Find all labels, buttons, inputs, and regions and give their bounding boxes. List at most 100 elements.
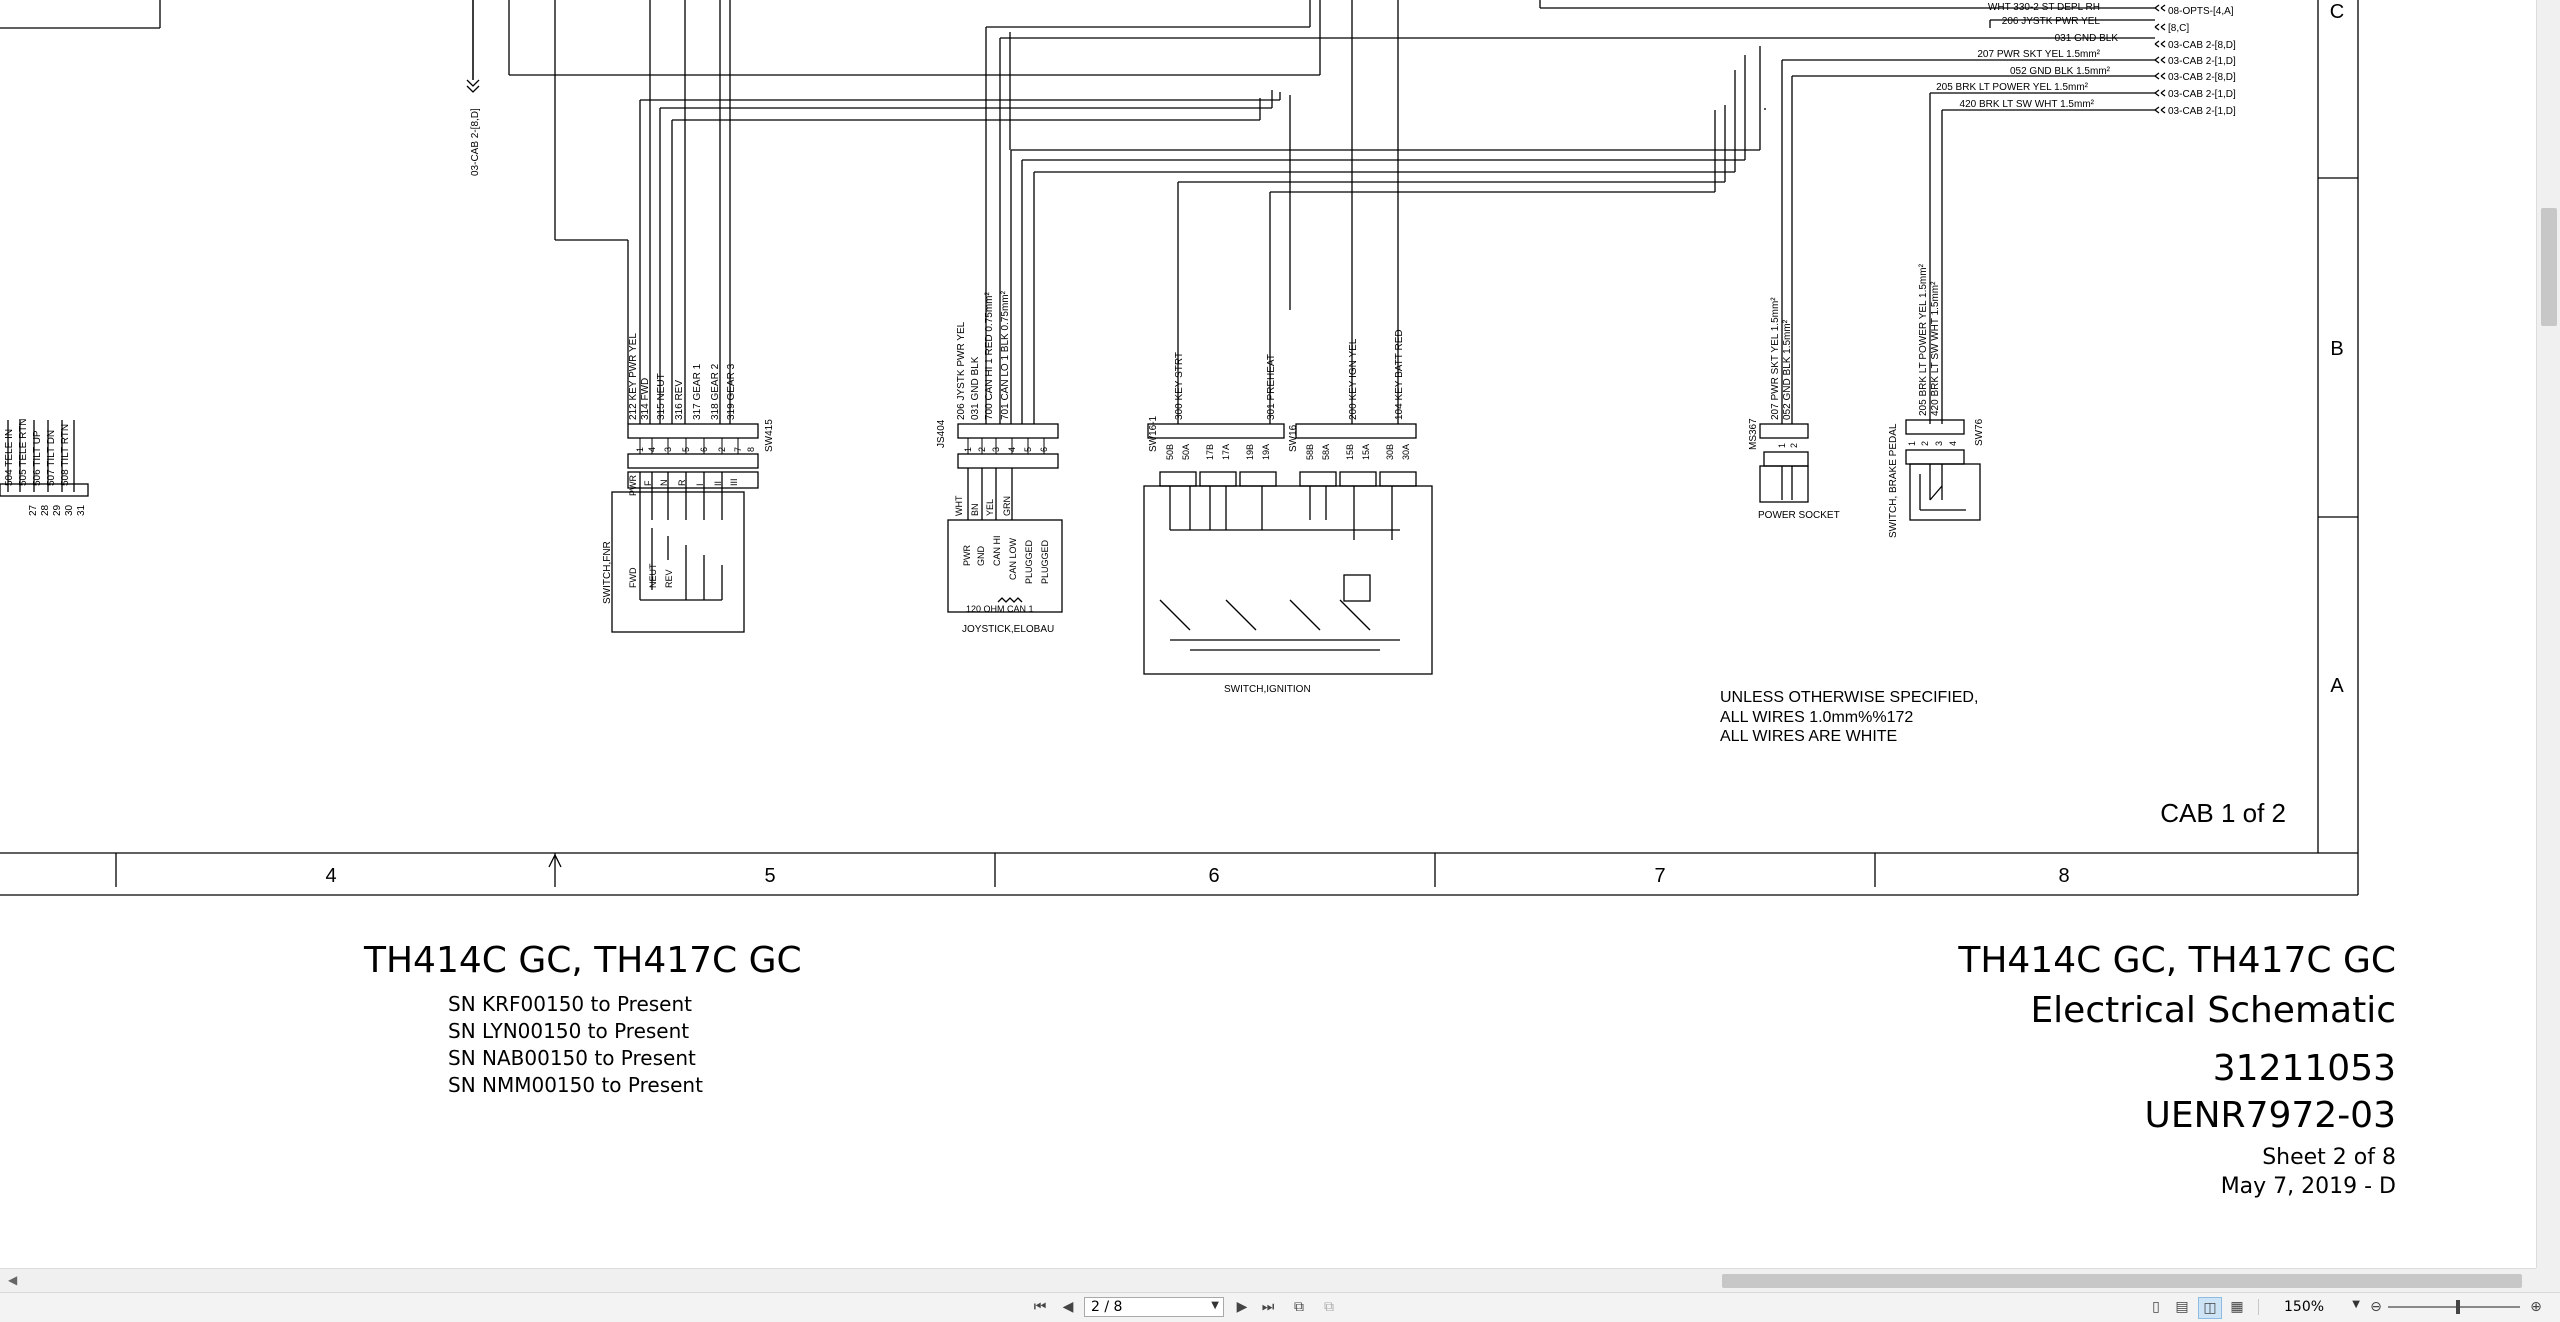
zoom-slider[interactable]: [2388, 1306, 2520, 1308]
wire-label: 505 TELE RTN: [18, 419, 29, 486]
switch-position-label: REV: [664, 569, 674, 588]
vertical-scrollbar-thumb[interactable]: [2541, 208, 2557, 326]
wire-label: 206 JYSTK PWR YEL: [956, 321, 967, 420]
horizontal-scrollbar[interactable]: ◀: [0, 1268, 2536, 1293]
zoom-level-select[interactable]: 150% ▼: [2268, 1297, 2364, 1317]
pin-number: 15A: [1361, 444, 1371, 460]
single-page-view-button[interactable]: ▯: [2146, 1297, 2166, 1317]
last-page-icon: ⏭: [1261, 1299, 1275, 1315]
two-page-view-button[interactable]: ◫: [2198, 1297, 2222, 1319]
first-page-icon: ⏮: [1033, 1299, 1047, 1315]
serial-range: SN NAB00150 to Present: [448, 1046, 696, 1070]
vertical-scrollbar[interactable]: [2536, 0, 2560, 1268]
pin-number: 19A: [1261, 444, 1271, 460]
wire-label: 318 GEAR 2: [710, 363, 721, 420]
connector-ref: MS367: [1748, 418, 1759, 450]
next-view-button[interactable]: ⧉: [1318, 1297, 1340, 1317]
wire-color-label: BN: [970, 503, 980, 516]
pin-number: 6: [699, 447, 709, 452]
wire-label: 031 GND BLK: [2055, 33, 2119, 44]
zoom-slider-thumb[interactable]: [2456, 1300, 2460, 1314]
wire-label: 420 BRK LT SW WHT 1.5mm²: [1960, 99, 2095, 110]
wire-label: 700 CAN HI 1 RED 0.75mm²: [984, 292, 995, 420]
pin-number: 58B: [1305, 444, 1315, 460]
offpage-ref: 03-CAB 2-[8,D]: [2168, 40, 2236, 51]
two-page-continuous-icon: ▦: [2230, 1299, 2244, 1315]
component-name: POWER SOCKET: [1758, 510, 1840, 521]
pin-number: 17B: [1205, 444, 1215, 460]
continuous-view-button[interactable]: ▤: [2172, 1297, 2192, 1317]
scroll-left-icon[interactable]: ◀: [8, 1273, 18, 1287]
pin-number: 28: [40, 504, 51, 516]
pin-function-label: CAN LOW: [1008, 537, 1018, 580]
two-page-continuous-view-button[interactable]: ▦: [2226, 1297, 2248, 1317]
pin-number: 4: [1948, 441, 1958, 446]
connector-ref: SW76: [1974, 418, 1985, 446]
offpage-ref: 03-CAB 2-[1,D]: [2168, 89, 2236, 100]
serial-range: SN NMM00150 to Present: [448, 1073, 703, 1097]
zoom-in-icon: ⊕: [2530, 1299, 2542, 1315]
first-page-button[interactable]: ⏮: [1030, 1297, 1050, 1317]
status-bar: ⏮ ◀ 2 / 8 ▼ ▶ ⏭ ⧉ ⧉ ▯ ▤ ◫ ▦ 150% ▼ ⊖ ⊕: [0, 1292, 2560, 1322]
zone-letter-b: B: [2330, 338, 2343, 360]
part-number: 31211053: [2212, 1048, 2396, 1089]
pin-number: 2: [977, 447, 987, 452]
wire-label: 316 REV: [674, 380, 685, 420]
pin-number: 1: [963, 447, 973, 452]
serial-range: SN KRF00150 to Present: [448, 992, 692, 1016]
pin-number: 1: [1777, 443, 1787, 448]
pin-label: II: [713, 481, 723, 486]
connector-ref: SW415: [764, 419, 775, 452]
zone-number-8: 8: [2058, 865, 2069, 887]
page-number-select[interactable]: 2 / 8 ▼: [1084, 1297, 1224, 1317]
pin-number: 3: [1934, 441, 1944, 446]
zoom-out-button[interactable]: ⊖: [2366, 1297, 2386, 1317]
pin-number: 31: [76, 504, 87, 516]
pin-label: I: [695, 483, 705, 486]
pin-label: III: [729, 478, 739, 486]
pin-number: 6: [1039, 447, 1049, 452]
wire-label: 319 GEAR 3: [726, 363, 737, 420]
offpage-ref: 03-CAB 2-[8,D]: [2168, 72, 2236, 83]
zone-number-6: 6: [1208, 865, 1219, 887]
pin-function-label: GND: [976, 546, 986, 567]
pin-function-label: PLUGGED: [1040, 539, 1050, 584]
pin-number: 50A: [1181, 444, 1191, 460]
wire-label: 207 PWR SKT YEL 1.5mm²: [1770, 297, 1781, 420]
previous-view-button[interactable]: ⧉: [1288, 1297, 1310, 1317]
pin-label: R: [677, 479, 687, 486]
zoom-level-value: 150%: [2284, 1299, 2325, 1315]
wire-color-label: WHT: [954, 495, 964, 516]
previous-page-button[interactable]: ◀: [1058, 1297, 1078, 1317]
left-title: TH414C GC, TH417C GC: [364, 940, 802, 981]
wire-label: 507 TILT DN: [46, 430, 57, 486]
pin-number: 3: [991, 447, 1001, 452]
pin-number: 30B: [1385, 444, 1395, 460]
offpage-ref: 03-CAB 2-[1,D]: [2168, 56, 2236, 67]
pin-number: 1: [635, 447, 645, 452]
next-page-button[interactable]: ▶: [1232, 1297, 1252, 1317]
wire-label: 052 GND BLK 1.5mm²: [2010, 66, 2111, 77]
pin-label: N: [659, 480, 669, 487]
zoom-in-button[interactable]: ⊕: [2526, 1297, 2546, 1317]
wire-label: 314 FWD: [640, 378, 651, 420]
pin-function-label: CAN HI: [992, 535, 1002, 566]
pin-number: 8: [746, 447, 756, 452]
wire-label: 301 PREHEAT: [1266, 354, 1277, 420]
wire-label: 104 KEY BATT RED: [1394, 329, 1405, 420]
pin-number: 29: [52, 504, 63, 516]
previous-page-icon: ◀: [1062, 1299, 1074, 1315]
switch-position-label: NEUT: [648, 563, 658, 588]
component-name: JOYSTICK,ELOBAU: [962, 624, 1054, 635]
horizontal-scrollbar-thumb[interactable]: [1722, 1274, 2522, 1288]
zone-number-4: 4: [325, 865, 336, 887]
component-name: SWITCH, BRAKE PEDAL: [1888, 423, 1899, 538]
chevron-down-icon: ▼: [2352, 1299, 2360, 1310]
separator: [2258, 1299, 2259, 1315]
wire-label: 508 TILT RTN: [60, 424, 71, 486]
pin-number: 30: [64, 504, 75, 516]
last-page-button[interactable]: ⏭: [1258, 1297, 1278, 1317]
wire-color-label: GRN: [1002, 496, 1012, 516]
pin-number: 30A: [1401, 444, 1411, 460]
single-page-icon: ▯: [2152, 1299, 2160, 1315]
